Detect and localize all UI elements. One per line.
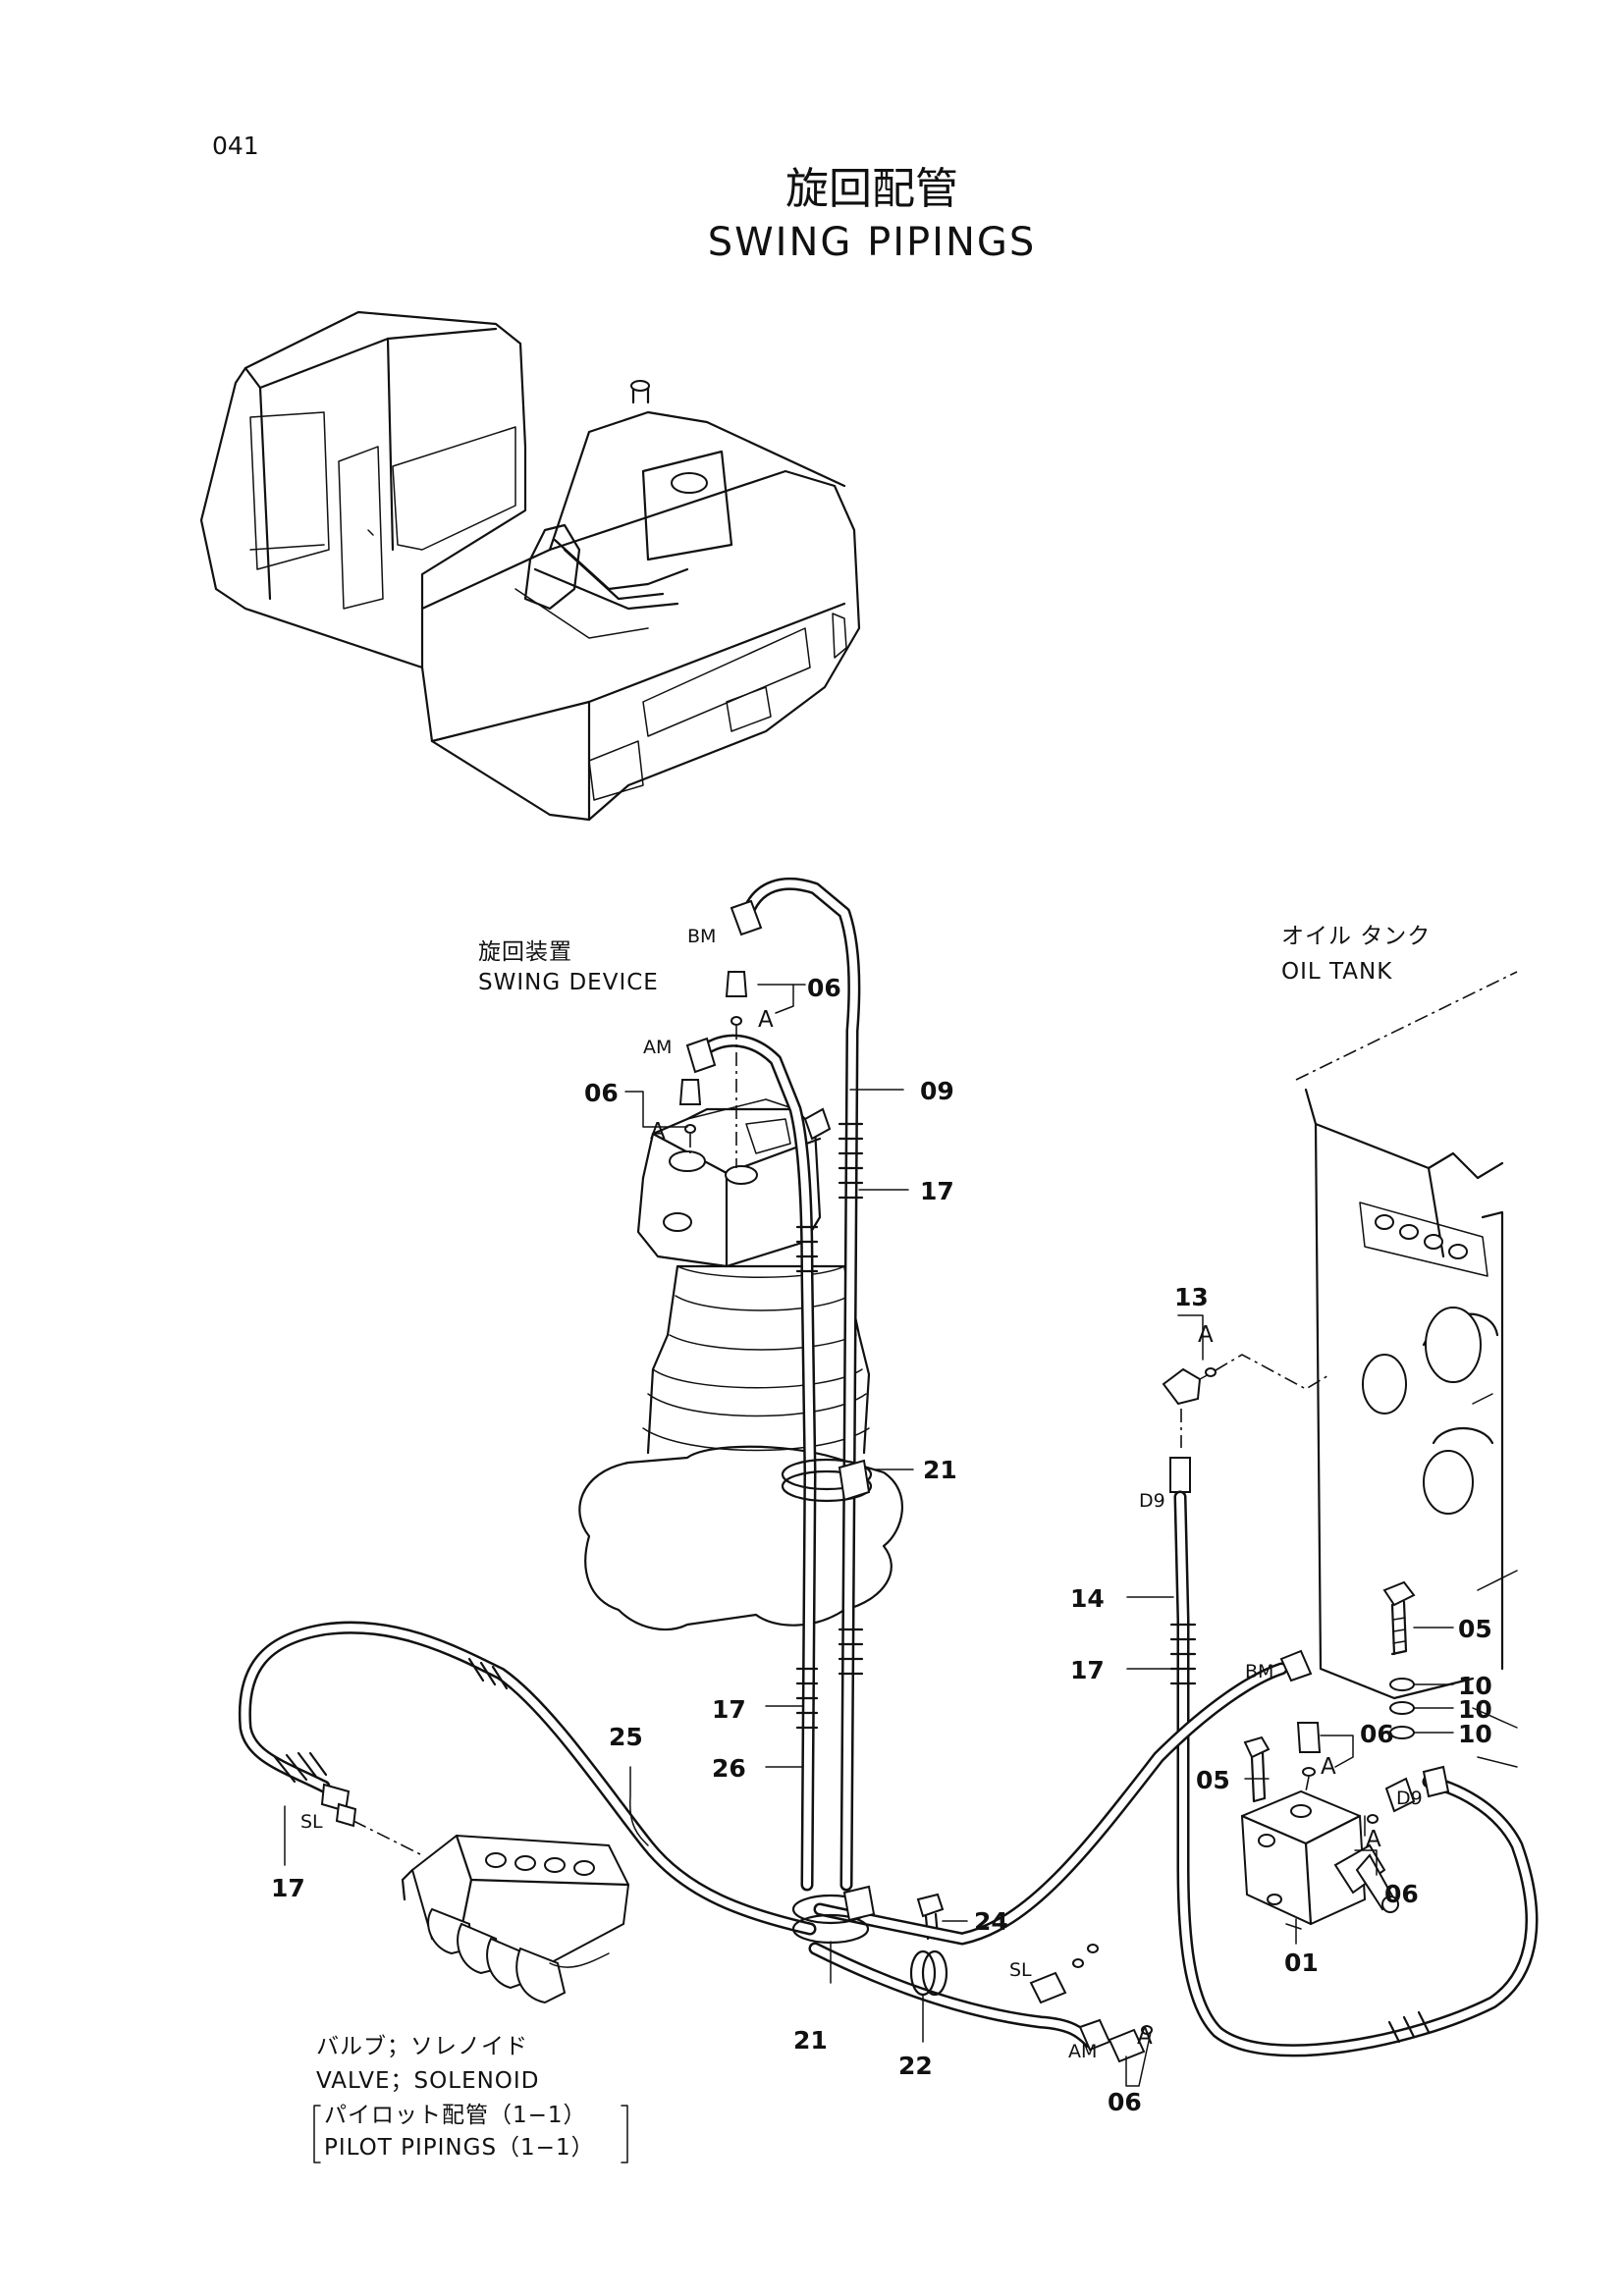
leader-lines [284,984,1454,2087]
port-bm-swing: BM [687,926,716,947]
marker-a-valve-right: A [1366,1827,1382,1852]
marker-a-mid: A [650,1119,667,1145]
part-25: 25 [609,1723,643,1751]
part-06-valve-top: 06 [1360,1720,1394,1748]
part-13: 13 [1174,1283,1209,1311]
part-06-valve-right: 06 [1384,1880,1419,1908]
part-09: 09 [920,1077,954,1105]
part-26: 26 [712,1754,746,1783]
spiral-sleeve-17 [795,1122,864,1730]
solenoid-valve-01 [1240,1789,1399,1930]
part-06-bottom: 06 [1108,2088,1142,2116]
excavator-overview-illustration [199,310,861,822]
part-17-mid: 17 [712,1695,746,1724]
part-21-lower: 21 [793,2026,828,2055]
title-japanese: 旋回配管 [785,164,958,214]
swing-device-illustration [578,1098,904,1631]
part-01: 01 [1284,1949,1319,1977]
part-10-b: 10 [1458,1695,1492,1724]
pilot-bracket-right [621,2105,628,2163]
title-english: SWING PIPINGS [708,220,1037,265]
part-06-upper: 06 [807,974,841,1002]
oil-tank-label-en: OIL TANK [1281,959,1392,985]
port-sl-valve: SL [300,1811,323,1833]
hoses-25-22 [238,1621,1313,2052]
valve-label-en: VALVE；SOLENOID [316,2068,539,2094]
fasteners-group [916,1580,1416,2063]
oil-tank-illustration [1295,971,1518,1768]
part-17-d9: 17 [1070,1656,1105,1684]
valve-label-jp: バルブ；ソレノイド [316,2034,528,2059]
solenoid-valve-block [352,1820,630,2004]
part-06-mid: 06 [584,1079,619,1107]
swing-device-label-jp: 旋回装置 [478,939,572,965]
port-d9-lower: D9 [1396,1788,1423,1809]
part-05-lower: 05 [1196,1766,1230,1794]
port-am-lower: AM [1068,2041,1097,2062]
part-10-c: 10 [1458,1720,1492,1748]
drain-hose-14 [1162,1354,1539,2057]
swing-device-label-en: SWING DEVICE [478,970,659,995]
oil-tank-label-jp: オイル タンク [1281,924,1431,949]
part-22: 22 [898,2052,933,2080]
marker-a-valve-top: A [1321,1754,1337,1780]
marker-a-tank: A [1198,1322,1215,1348]
port-am-swing: AM [643,1037,672,1058]
part-05-upper: 05 [1458,1615,1492,1643]
port-d9-upper: D9 [1139,1490,1165,1512]
part-17-upper: 17 [920,1177,954,1205]
part-14: 14 [1070,1584,1105,1613]
part-17-left: 17 [271,1874,305,1902]
page-number: 041 [212,132,259,160]
marker-a-bottom: A [1137,2024,1154,2050]
pilot-label-jp: パイロット配管（1−1） [324,2103,587,2128]
port-sl-lower: SL [1009,1959,1032,1981]
marker-a-upper: A [758,1007,775,1033]
pilot-label-en: PILOT PIPINGS（1−1） [324,2135,595,2161]
part-10-a: 10 [1458,1672,1492,1700]
swing-device-hoses [678,877,864,1892]
part-24: 24 [974,1907,1008,1936]
part-21-upper: 21 [923,1456,957,1484]
clamp-21-upper [781,1458,873,1503]
pilot-bracket-left [313,2105,321,2163]
port-bm-valve: BM [1245,1661,1273,1682]
